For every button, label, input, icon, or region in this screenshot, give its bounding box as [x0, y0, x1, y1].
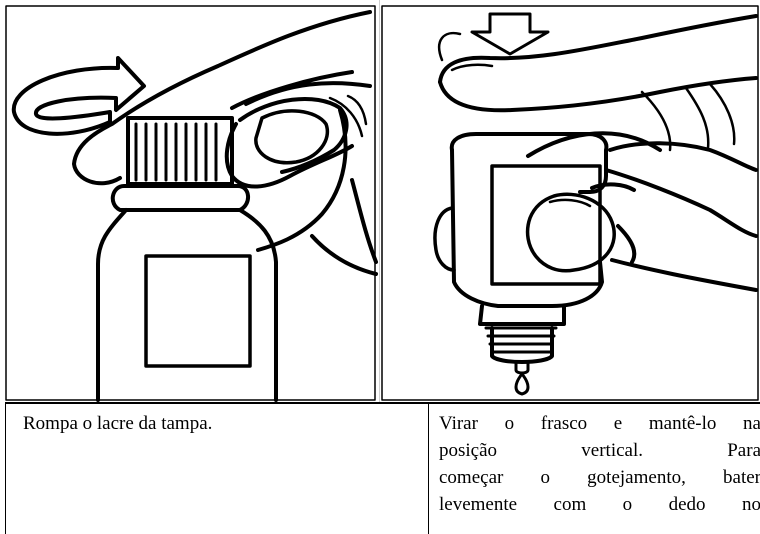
step-cell-2: Virar o frasco e mantê-lo na posição ver…	[429, 404, 760, 534]
bottle-icon	[433, 132, 609, 375]
hand-icon	[72, 10, 378, 276]
hand-icon	[437, 14, 758, 292]
illustration-break-seal	[0, 0, 380, 402]
illustration-tap-bottle	[380, 0, 760, 402]
rotate-arrow-icon	[11, 56, 146, 136]
step-text-2-line-3: começar o gotejamento, bater	[439, 467, 760, 488]
step-text-2-line-4: levemente com o dedo no	[439, 494, 760, 515]
panel-divider	[379, 0, 380, 402]
down-arrow-icon	[470, 12, 550, 56]
step-cell-1: Rompa o lacre da tampa.	[6, 404, 429, 534]
instructions-table: Rompa o lacre da tampa. Virar o frasco e…	[5, 402, 760, 534]
drop-icon	[514, 372, 530, 396]
bottle-icon	[96, 116, 278, 402]
step-text-1: Rompa o lacre da tampa.	[23, 413, 213, 434]
step-text-2-line-1: Virar o frasco e mantê-lo na	[439, 413, 760, 434]
step-text-2-line-2: posição vertical. Para	[439, 440, 760, 461]
